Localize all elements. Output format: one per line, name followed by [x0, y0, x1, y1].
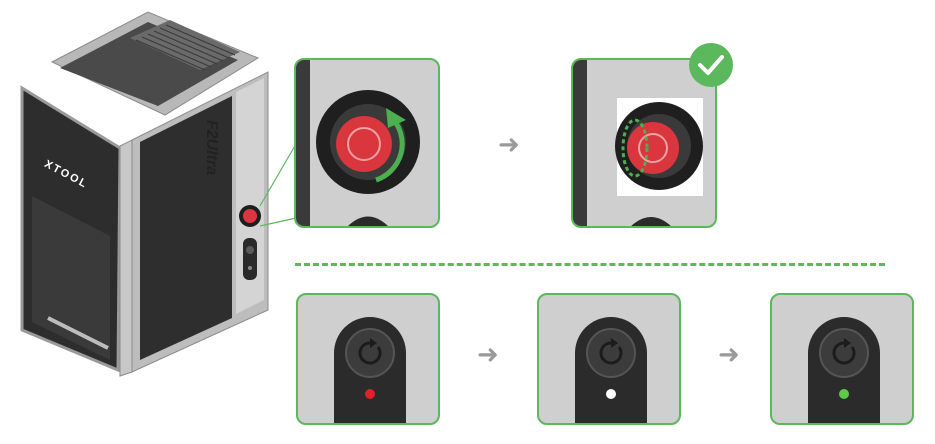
indicator-red-panel — [296, 293, 440, 425]
status-light-red — [365, 389, 375, 399]
indicator-white-panel — [537, 293, 681, 425]
status-light-green — [839, 389, 849, 399]
estop-rotate-illustration — [296, 60, 420, 226]
estop-button-red — [336, 116, 392, 172]
vent-grille — [130, 20, 240, 71]
power-reset-icon — [832, 341, 856, 365]
step-arrow-icon: ➜ — [718, 340, 740, 370]
step-arrow-icon: ➜ — [477, 340, 499, 370]
machine-control-slot — [243, 238, 257, 280]
laser-engraver-illustration — [20, 11, 297, 377]
estop-rotate-panel — [294, 58, 440, 228]
power-reset-icon — [358, 341, 382, 365]
model-logo: F2Ultra — [203, 120, 220, 176]
estop-button-red — [627, 122, 679, 174]
estop-released-panel — [571, 58, 717, 228]
power-reset-icon — [599, 341, 623, 365]
step-arrow-icon: ➜ — [498, 130, 520, 160]
status-light-white — [606, 389, 616, 399]
section-divider — [295, 263, 885, 266]
check-icon — [689, 43, 733, 87]
estop-released-illustration — [573, 60, 703, 226]
rotate-clockwise-arrow-icon — [386, 108, 406, 128]
indicator-green-panel — [770, 293, 914, 425]
